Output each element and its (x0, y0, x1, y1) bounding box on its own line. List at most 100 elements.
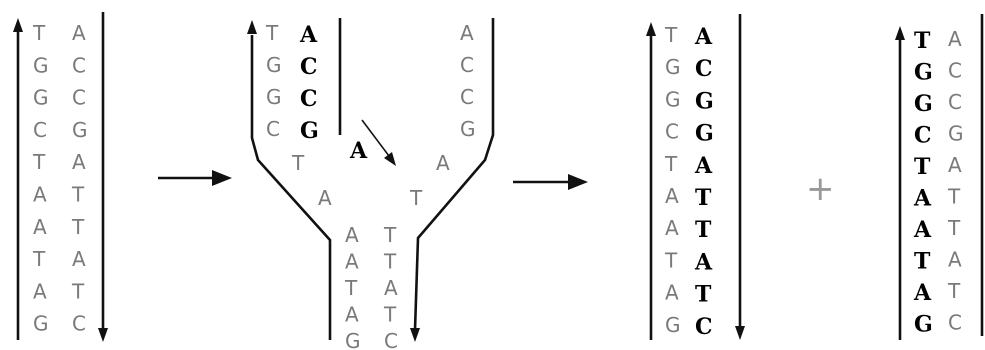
daughter1-template-base-3: G (665, 87, 681, 111)
daughter2-template-base-4: G (948, 122, 964, 146)
original-left-base-7: A (33, 215, 47, 239)
daughter2-new-base-5: T (914, 154, 931, 180)
original-left-base-2: G (33, 53, 49, 77)
fork-unpaired-left-base-2: A (318, 186, 332, 210)
daughter1-new-base-9: T (695, 282, 712, 308)
original-right-base-3: C (72, 86, 86, 110)
daughter2-template-base-9: T (947, 279, 961, 303)
daughter2-new-base-2: G (914, 60, 933, 86)
daughter2-new-base-6: A (913, 186, 932, 212)
original-right-base-9: T (71, 279, 85, 303)
fork-stem-right-base-2: T (383, 250, 397, 274)
fork-left-outer-arrowhead (247, 20, 257, 34)
fork-ur-template-base-1: A (460, 21, 474, 45)
incoming-pointer-head (384, 152, 396, 166)
daughter1-template-base-6: A (665, 184, 679, 208)
original-right-base-7: T (71, 215, 85, 239)
fork-unpaired-right-base-1: A (436, 151, 450, 175)
fork-stem-left-base-1: A (345, 223, 359, 247)
fork-ul-new-base-1: A (299, 22, 318, 48)
incoming-base: A (349, 138, 368, 164)
daughter2-template-base-2: C (948, 59, 962, 83)
fork-left-outer-strand (250, 35, 332, 340)
original-right-base-5: A (72, 150, 86, 174)
original-left-base-6: A (33, 183, 47, 207)
daughter2-template-base-6: T (947, 185, 961, 209)
daughter1-new-base-2: C (695, 56, 713, 82)
daughter1-template-base-10: G (665, 313, 681, 337)
arrow-1-head (212, 170, 232, 186)
fork-stem-left-base-4: A (345, 303, 359, 327)
fork-stem-right-base-5: C (384, 329, 398, 350)
fork-stem-left-base-3: T (344, 276, 358, 300)
daughter2-new-base-8: T (914, 249, 931, 275)
original-right-base-10: C (72, 312, 86, 336)
daughter2-new-base-4: C (914, 123, 932, 149)
fork-ur-template-base-4: G (460, 117, 476, 141)
daughter1-template-base-7: A (665, 216, 679, 240)
daughter1-new-base-8: A (694, 249, 713, 275)
daughter1-template-base-9: A (665, 281, 679, 305)
daughter2-template-base-7: T (947, 216, 961, 240)
incoming-pointer-line (361, 119, 393, 161)
fork-stem-right-base-3: A (384, 276, 398, 300)
plus-sign: + (806, 169, 835, 209)
daughter1-new-base-10: C (695, 314, 713, 340)
process-arrow-1 (158, 170, 232, 186)
original-left-base-10: G (33, 312, 49, 336)
fork-unpaired-right-base-2: T (409, 186, 423, 210)
fork-ul-template-base-1: T (265, 21, 279, 45)
daughter1-template-base-5: T (664, 152, 678, 176)
original-left-base-4: C (33, 118, 47, 142)
daughter2-new-base-1: T (914, 28, 931, 54)
original-right-base-6: T (71, 183, 85, 207)
daughter1-right-arrowhead (735, 326, 745, 340)
daughter2-new-base-7: A (913, 217, 932, 243)
daughter2-new-base-3: G (914, 91, 933, 117)
original-right-base-4: G (72, 118, 88, 142)
fork-ul-template-base-3: G (266, 85, 282, 109)
daughter2-template-base-1: A (948, 27, 962, 51)
daughter2-new-base-9: A (913, 280, 932, 306)
fork-stem-left-base-2: A (345, 250, 359, 274)
daughter1-new-base-7: T (695, 217, 712, 243)
daughter2-new-base-10: G (914, 312, 933, 338)
fork-unpaired-left-base-1: T (291, 151, 305, 175)
original-left-base-3: G (33, 86, 49, 110)
original-left-base-8: T (32, 247, 46, 271)
strand-left-arrowhead (13, 18, 23, 32)
fork-ul-new-base-2: C (300, 54, 318, 80)
original-right-base-8: A (72, 247, 86, 271)
fork-stem-right-base-1: T (383, 223, 397, 247)
daughter1-new-base-5: A (694, 153, 713, 179)
original-right-base-1: A (72, 21, 86, 45)
daughter1-template-base-4: C (665, 120, 679, 144)
fork-ul-new-base-3: C (300, 86, 318, 112)
daughter1-template-base-1: T (664, 23, 678, 47)
daughter1-new-base-1: A (694, 24, 713, 50)
daughter1-template-base-8: T (664, 248, 678, 272)
daughter1-new-base-6: T (695, 185, 712, 211)
fork-stem-right-base-4: T (383, 303, 397, 327)
process-arrow-2 (513, 174, 588, 190)
original-left-base-9: A (33, 279, 47, 303)
original-left-base-1: T (32, 21, 46, 45)
original-left-base-5: T (32, 150, 46, 174)
daughter2-template-base-8: A (948, 248, 962, 272)
daughter2-left-arrowhead (895, 26, 905, 40)
original-right-base-2: C (72, 53, 86, 77)
fork-ur-template-base-2: C (460, 53, 474, 77)
